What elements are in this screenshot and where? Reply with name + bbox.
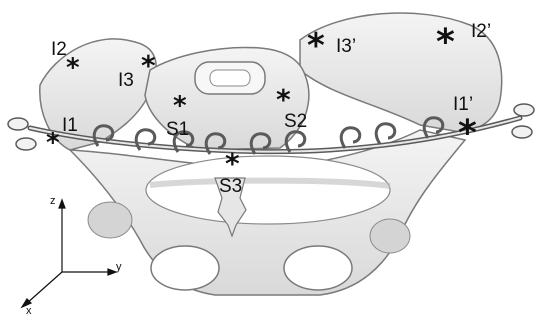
label-i2p: I2’ xyxy=(471,22,491,41)
marker-i1p: * xyxy=(458,116,477,152)
label-s1: S1 xyxy=(166,120,189,139)
label-i3: I3 xyxy=(118,71,134,90)
label-i3p: I3’ xyxy=(336,37,356,56)
marker-i2p: * xyxy=(436,25,455,61)
label-i2: I2 xyxy=(51,40,67,59)
marker-s1: * xyxy=(173,93,187,119)
label-i1p: I1’ xyxy=(453,95,473,114)
axis-label-y: y xyxy=(116,262,122,273)
marker-i3p: * xyxy=(307,29,325,63)
label-s2: S2 xyxy=(284,112,307,131)
marker-s2: * xyxy=(276,86,291,114)
marker-s3: * xyxy=(225,150,240,178)
label-s3: S3 xyxy=(219,177,242,196)
marker-i3: * xyxy=(141,52,156,80)
rod-end-left xyxy=(8,118,36,150)
axis-label-x: x xyxy=(26,306,32,317)
marker-i2: * xyxy=(66,55,80,81)
marker-i1: * xyxy=(46,130,60,156)
label-i1: I1 xyxy=(62,116,78,135)
axis-label-z: z xyxy=(50,196,56,207)
